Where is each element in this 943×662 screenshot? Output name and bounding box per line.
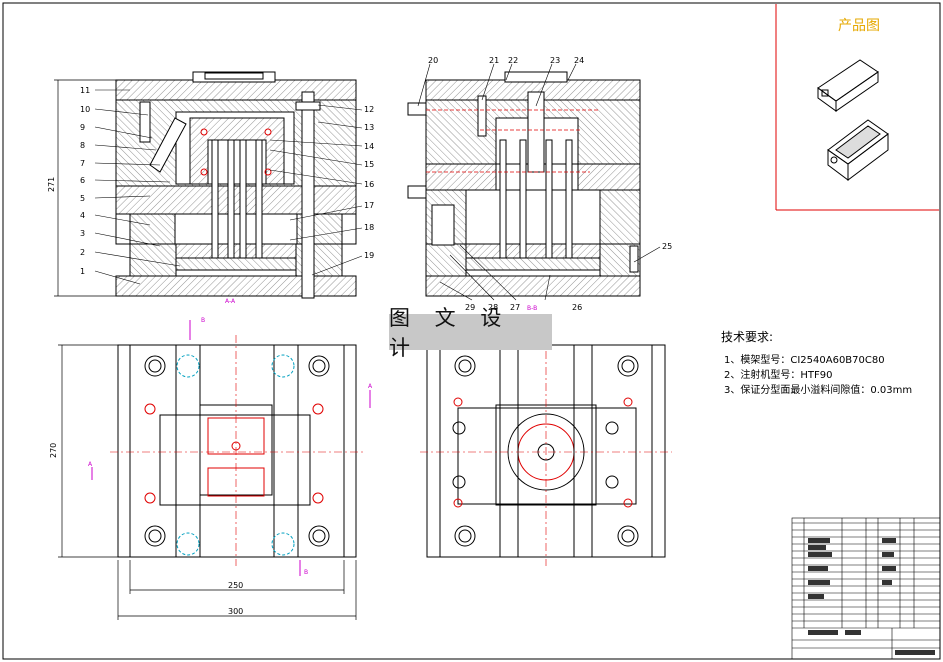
right-leaders-a: [269, 104, 363, 276]
part-23: 23: [550, 56, 560, 65]
cooling-lines-b: [426, 109, 600, 173]
part-11: 11: [80, 86, 90, 95]
center-lines-left: [110, 335, 364, 566]
mark-a-left: A: [88, 461, 93, 468]
dim-left-height: [54, 79, 116, 297]
parts-list-fill: [808, 538, 935, 655]
dim-height-bottom: 270: [49, 443, 58, 458]
left-leaders: [94, 89, 181, 285]
right-leaders-b: [417, 63, 661, 301]
part-2: 2: [80, 248, 85, 257]
part-27: 27: [510, 303, 520, 312]
magenta-section-marks: [91, 320, 371, 576]
mark-b-top: B: [201, 317, 205, 324]
center-lines-right: [420, 335, 672, 566]
part-25: 25: [662, 242, 672, 251]
plan-holes-left: [144, 354, 330, 556]
part-6: 6: [80, 176, 85, 185]
part-21: 21: [489, 56, 499, 65]
product-box-open: [827, 119, 889, 181]
title-banner: 图 文 设 计: [389, 306, 552, 360]
mark-a-right: A: [368, 383, 373, 390]
dim-width-outer: 300: [228, 607, 243, 616]
tech-item-3: 3、保证分型面最小溢料间隙值：0.03mm: [724, 383, 912, 396]
part-4: 4: [80, 211, 85, 220]
product-box-closed: [817, 59, 879, 112]
part-19: 19: [364, 251, 374, 260]
part-10: 10: [80, 105, 90, 114]
part-15: 15: [364, 160, 374, 169]
tech-item-1: 1、模架型号：CI2540A60B70C80: [724, 353, 885, 366]
part-18: 18: [364, 223, 374, 232]
part-16: 16: [364, 180, 374, 189]
part-8: 8: [80, 141, 85, 150]
part-3: 3: [80, 229, 85, 238]
parts-list: [791, 517, 941, 660]
part-28: 28: [488, 303, 498, 312]
mark-b-bottom: B: [304, 569, 308, 576]
product-label: 产品图: [838, 18, 880, 34]
plan-view-fixed: [117, 344, 357, 558]
part-7: 7: [80, 159, 85, 168]
part-12: 12: [364, 105, 374, 114]
dim-width-inner: 250: [228, 581, 243, 590]
tech-title: 技术要求:: [721, 330, 773, 344]
part-13: 13: [364, 123, 374, 132]
part-20: 20: [428, 56, 438, 65]
product-view: 产品图: [775, 4, 939, 211]
section-view-a: [115, 71, 357, 299]
part-1: 1: [80, 267, 85, 276]
part-24: 24: [574, 56, 584, 65]
plan-dims: [58, 344, 357, 620]
part-29: 29: [465, 303, 475, 312]
section-label-aa: A-A: [225, 298, 236, 305]
dim-height-top: 271: [47, 177, 56, 192]
plan-holes-right: [452, 355, 639, 547]
part-26: 26: [572, 303, 582, 312]
tech-item-2: 2、注射机型号：HTF90: [724, 368, 832, 381]
part-9: 9: [80, 123, 85, 132]
part-5: 5: [80, 194, 85, 203]
section-label-bb: B-B: [527, 305, 537, 312]
part-22: 22: [508, 56, 518, 65]
part-17: 17: [364, 201, 374, 210]
part-14: 14: [364, 142, 374, 151]
section-view-b: [407, 71, 641, 297]
